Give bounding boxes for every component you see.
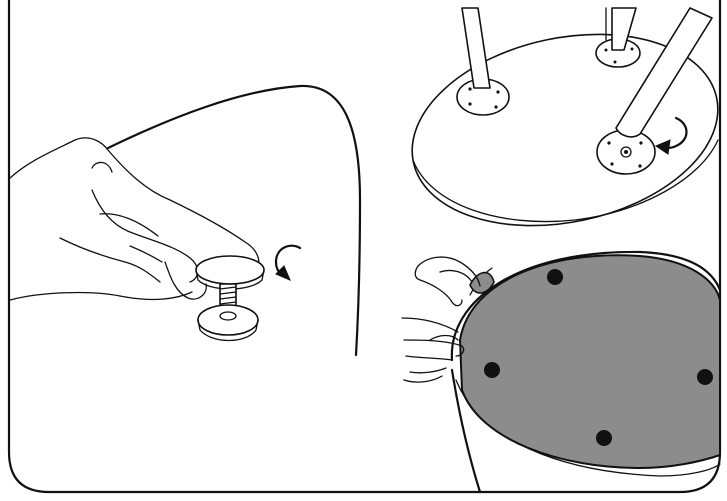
pad-hole [547,269,563,285]
pad-hole [697,369,713,385]
screw-glide-step [10,86,360,355]
hand-icon [415,257,480,306]
glide-cap [196,256,264,284]
pad-hole [596,430,612,446]
felt-pad [460,255,720,468]
table-underside-step [394,8,727,252]
pad-hole [484,362,500,378]
rotate-counterclockwise-icon [276,246,300,280]
hand-icon [402,318,464,382]
peel-felt-pad-step [402,252,720,492]
glide-socket [198,305,258,341]
